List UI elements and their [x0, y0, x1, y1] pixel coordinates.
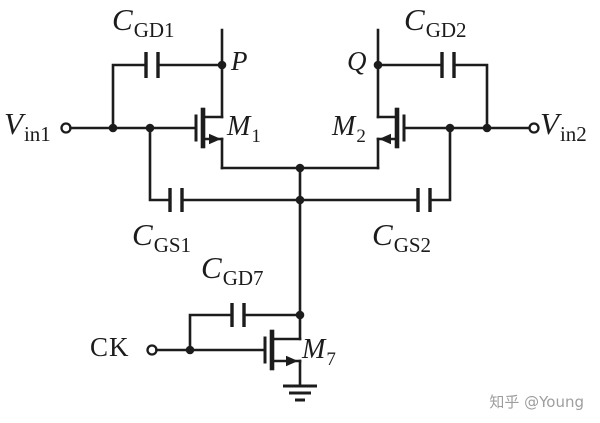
m7-source-arrow [286, 355, 298, 367]
junction-dot [373, 60, 383, 70]
junction-dot [108, 123, 118, 133]
m1-source-arrow [209, 133, 221, 145]
label-vin1-sub: in1 [23, 122, 51, 147]
label-node-p: P [231, 48, 248, 77]
label-cgd7-sub: GD7 [222, 266, 264, 291]
label-m7: M7 [302, 334, 336, 370]
label-node-p-main: P [231, 46, 248, 76]
label-cgs1-sub: GS1 [153, 233, 192, 258]
junction-dots [108, 60, 492, 355]
label-ck: CK [90, 334, 130, 363]
label-vin1-main: V [4, 106, 23, 141]
label-cgd7-main: C [201, 250, 222, 285]
input-vin1-wiring [60, 122, 198, 134]
capacitor-cgd1 [111, 52, 224, 130]
label-m1: M1 [227, 111, 261, 147]
label-vin2: Vin2 [540, 106, 587, 145]
label-ck-main: CK [90, 332, 130, 362]
label-vin2-main: V [540, 106, 559, 141]
m2-source-arrow [379, 133, 391, 145]
ck-terminal [146, 344, 158, 356]
junction-dot [145, 123, 155, 133]
label-m2-main: M [332, 111, 356, 142]
label-cgs2-main: C [372, 217, 393, 252]
ground-symbol [283, 384, 317, 402]
label-cgs1-main: C [132, 217, 153, 252]
capacitor-cgd7 [188, 303, 302, 352]
junction-dot [295, 163, 305, 173]
capacitor-cgs1 [148, 126, 302, 212]
transistor-m1 [194, 107, 224, 170]
transistor-m2 [376, 107, 406, 170]
label-cgd2-sub: GD2 [425, 18, 467, 43]
vin2-terminal [528, 122, 540, 134]
junction-dot [445, 123, 455, 133]
label-cgd1-main: C [112, 2, 133, 37]
label-m7-sub: 7 [326, 349, 336, 371]
junction-dot [295, 310, 305, 320]
label-m1-sub: 1 [251, 126, 261, 148]
label-m1-main: M [227, 111, 251, 142]
junction-dot [482, 123, 492, 133]
label-cgd2-main: C [404, 2, 425, 37]
label-cgs1: CGS1 [132, 217, 191, 256]
label-node-q-main: Q [347, 46, 367, 76]
transistor-m7 [263, 329, 302, 387]
label-vin1: Vin1 [4, 106, 51, 145]
capacitor-cgd2 [376, 52, 489, 130]
label-m2: M2 [332, 111, 366, 147]
label-m2-sub: 2 [356, 126, 366, 148]
input-vin2-wiring [402, 122, 540, 134]
label-m7-main: M [302, 334, 326, 365]
junction-dot [185, 345, 195, 355]
label-vin2-sub: in2 [559, 122, 587, 147]
label-cgs2: CGS2 [372, 217, 431, 256]
label-cgd2: CGD2 [404, 2, 467, 41]
capacitor-cgs2 [298, 126, 452, 212]
label-cgd7: CGD7 [201, 250, 264, 289]
label-cgd1: CGD1 [112, 2, 175, 41]
clock-wiring [146, 344, 267, 356]
vin1-terminal [60, 122, 72, 134]
junction-dot [217, 60, 227, 70]
label-node-q: Q [347, 48, 367, 77]
label-cgs2-sub: GS2 [393, 233, 432, 258]
junction-dot [295, 195, 305, 205]
watermark: 知乎 @Young [489, 393, 584, 411]
label-cgd1-sub: GD1 [133, 18, 175, 43]
